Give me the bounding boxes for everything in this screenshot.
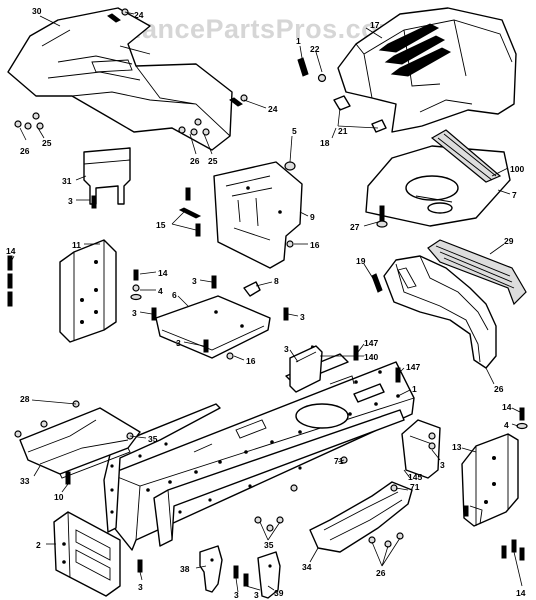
part-bracket-21 [333, 95, 387, 133]
callout-2: 2 [36, 540, 41, 550]
callout-3: 3 [138, 582, 143, 592]
callout-14: 14 [516, 588, 526, 598]
part-lower-rail [153, 409, 405, 547]
callout-6: 6 [172, 290, 177, 300]
callout-39: 39 [274, 588, 284, 598]
callout-3: 3 [234, 590, 239, 600]
callout-24: 24 [268, 104, 278, 114]
part-right-side-panel [461, 433, 519, 527]
part-washer-27 [376, 220, 388, 228]
callout-7: 7 [512, 190, 517, 200]
callout-33: 33 [20, 476, 30, 486]
part-center-plate [155, 295, 271, 359]
part-nut-22 [317, 73, 327, 83]
callout-71: 71 [410, 482, 420, 492]
part-bracket-31 [83, 147, 131, 205]
callout-17: 17 [370, 20, 380, 30]
part-footrest-33 [19, 407, 141, 479]
callout-29: 29 [504, 236, 514, 246]
callout-100: 100 [510, 164, 524, 174]
callout-4: 4 [504, 420, 509, 430]
part-bolt-27 [379, 205, 385, 223]
callout-19: 19 [356, 256, 366, 266]
frame-holes [146, 370, 400, 492]
part-bumper-26 [383, 255, 497, 369]
callout-labels: 30 24 17 22 1 21 18 26 25 24 26 25 5 100… [6, 6, 526, 600]
part-left-side-panel [59, 239, 117, 343]
callout-26: 26 [20, 146, 30, 156]
part-dash-panel [337, 7, 517, 133]
part-bracket-140 [289, 345, 323, 393]
callout-10: 10 [54, 492, 64, 502]
part-front-panel-2 [53, 511, 121, 597]
part-bracket-39 [257, 551, 281, 599]
callout-3: 3 [192, 276, 197, 286]
callout-140: 140 [364, 352, 378, 362]
callout-34: 34 [302, 562, 312, 572]
callout-25: 25 [208, 156, 218, 166]
callout-35: 35 [264, 540, 274, 550]
callout-11: 11 [72, 240, 81, 250]
callout-3: 3 [300, 312, 305, 322]
callout-3: 3 [176, 338, 181, 348]
callout-3: 3 [132, 308, 137, 318]
callout-18: 18 [320, 138, 330, 148]
part-side-rail [103, 403, 221, 533]
callout-9: 9 [310, 212, 315, 222]
callout-1-top: 1 [296, 36, 301, 46]
part-bolt-19 [371, 273, 383, 293]
callout-3: 3 [440, 460, 445, 470]
callout-14: 14 [6, 246, 16, 256]
callout-15: 15 [156, 220, 166, 230]
callout-24: 24 [134, 10, 144, 20]
callout-30: 30 [32, 6, 42, 16]
callout-25: 25 [42, 138, 52, 148]
callout-16: 16 [246, 356, 256, 366]
hardware-bolts [7, 8, 528, 587]
callout-35: 35 [148, 434, 158, 444]
part-clip-8 [243, 281, 261, 297]
callout-3: 3 [68, 196, 73, 206]
callout-8: 8 [274, 276, 279, 286]
callout-31: 31 [62, 176, 72, 186]
callout-27: 27 [350, 222, 360, 232]
part-bracket-145 [401, 419, 441, 479]
callout-28: 28 [20, 394, 30, 404]
callout-13: 13 [452, 442, 462, 452]
callout-16: 16 [310, 240, 320, 250]
part-lower-dash-plate [365, 129, 511, 227]
callout-147: 147 [406, 362, 420, 372]
callout-145: 145 [408, 472, 422, 482]
callout-21: 21 [338, 126, 348, 136]
callout-1: 1 [412, 384, 417, 394]
callout-4: 4 [158, 286, 163, 296]
part-bolt-top [297, 57, 309, 77]
callout-14: 14 [502, 402, 512, 412]
callout-38: 38 [180, 564, 190, 574]
callout-26: 26 [376, 568, 386, 578]
part-grille-29 [427, 239, 527, 306]
callout-5: 5 [292, 126, 297, 136]
callout-26: 26 [494, 384, 504, 394]
part-bracket-38 [199, 545, 223, 593]
callout-22: 22 [310, 44, 320, 54]
part-step-tray-34 [309, 481, 413, 553]
callout-3: 3 [254, 590, 259, 600]
callout-147: 147 [364, 338, 378, 348]
callout-26: 26 [190, 156, 200, 166]
part-dash-support-panel [213, 161, 303, 269]
callout-14: 14 [158, 268, 168, 278]
callout-3: 3 [284, 344, 289, 354]
part-grille-100 [430, 129, 502, 183]
part-hood [7, 7, 233, 151]
callout-71: 71 [334, 456, 344, 466]
leader-lines [9, 11, 523, 593]
